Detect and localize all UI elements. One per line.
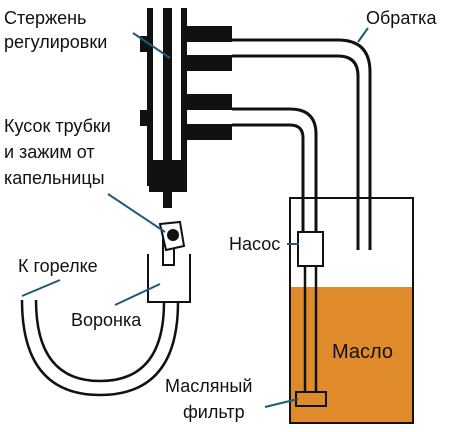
assembly-left-wall	[147, 8, 153, 186]
label-tube-piece-1: Кусок трубки	[4, 116, 111, 136]
label-control-rod-2: регулировки	[4, 32, 107, 52]
leader-lines	[21, 27, 369, 408]
funnel	[147, 254, 191, 303]
tank-outline	[289, 197, 414, 424]
clamp-wheel	[167, 229, 179, 241]
return-line	[232, 38, 372, 250]
burner-hose	[20, 299, 180, 397]
pump-body	[297, 231, 324, 267]
label-oil: Масло	[332, 341, 393, 363]
drip-tube	[158, 220, 186, 266]
leader-burner	[21, 279, 61, 297]
lower-fitting-bottom	[187, 124, 232, 140]
collar-left	[149, 160, 164, 192]
upper-fitting-bottom	[187, 55, 232, 71]
label-oil-filter-1: Масляный	[165, 376, 252, 396]
label-to-burner: К горелке	[18, 256, 98, 276]
leader-tube-piece	[107, 193, 166, 233]
upper-fitting-top	[187, 26, 232, 42]
label-control-rod-1: Стержень	[4, 8, 86, 28]
left-stub-2	[140, 110, 147, 126]
collar-right	[172, 160, 187, 192]
feed-line	[232, 107, 318, 232]
left-stub-1	[140, 36, 147, 52]
control-assembly	[140, 8, 232, 208]
label-funnel: Воронка	[71, 310, 142, 330]
assembly-right-wall	[181, 8, 187, 186]
oil-filter-body	[295, 391, 327, 407]
label-pump: Насос	[229, 234, 280, 254]
control-rod	[163, 8, 172, 208]
label-return-line: Обратка	[366, 8, 437, 28]
suction-tube	[303, 266, 318, 393]
label-oil-filter-2: фильтр	[183, 402, 245, 422]
leader-filter	[264, 398, 299, 408]
lower-fitting-top	[187, 94, 232, 110]
label-tube-piece-2: и зажим от	[4, 142, 95, 162]
leader-control-rod	[132, 32, 171, 59]
leader-funnel	[114, 283, 161, 306]
label-tube-piece-3: капельницы	[4, 168, 105, 188]
leader-return	[357, 27, 369, 43]
